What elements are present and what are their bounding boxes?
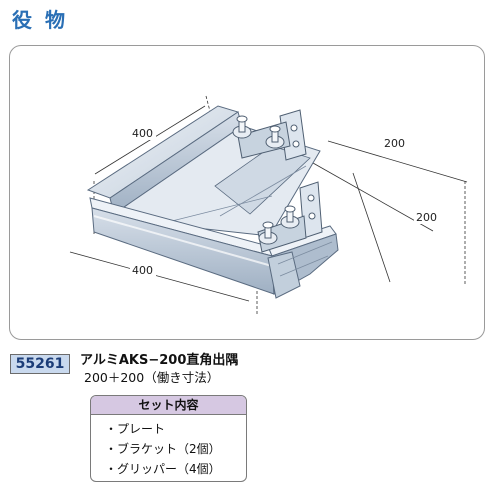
dim-label-top-width: 200 <box>384 137 405 150</box>
front-gripper <box>258 205 300 245</box>
end-cap <box>267 251 301 299</box>
dim-label-back-length: 400 <box>132 127 153 140</box>
list-item: ・グリッパー（4個） <box>105 462 221 476</box>
set-contents-list: ・プレート ・ブラケット（2個） ・グリッパー（4個） <box>91 415 246 479</box>
page-title: 役 物 <box>12 8 68 32</box>
product-name: アルミAKS−200直角出隅 <box>80 353 239 368</box>
list-item: ・プレート <box>105 422 166 436</box>
dim-label-front-length: 400 <box>132 264 153 277</box>
corner-trim-illustration: 400 400 200 200 <box>69 95 468 316</box>
set-contents-box: セット内容 ・プレート ・ブラケット（2個） ・グリッパー（4個） <box>90 395 247 482</box>
product-illustration-frame: 400 400 200 200 <box>9 45 485 340</box>
product-size: 200＋200（働き寸法） <box>84 370 220 385</box>
dim-label-side-width: 200 <box>416 211 437 224</box>
product-code-badge: 55261 <box>10 354 70 374</box>
rear-bracket <box>237 109 307 161</box>
list-item: ・ブラケット（2個） <box>105 442 221 456</box>
set-contents-header: セット内容 <box>91 396 246 415</box>
dimension-lines <box>69 105 468 302</box>
rear-gripper <box>232 115 285 149</box>
